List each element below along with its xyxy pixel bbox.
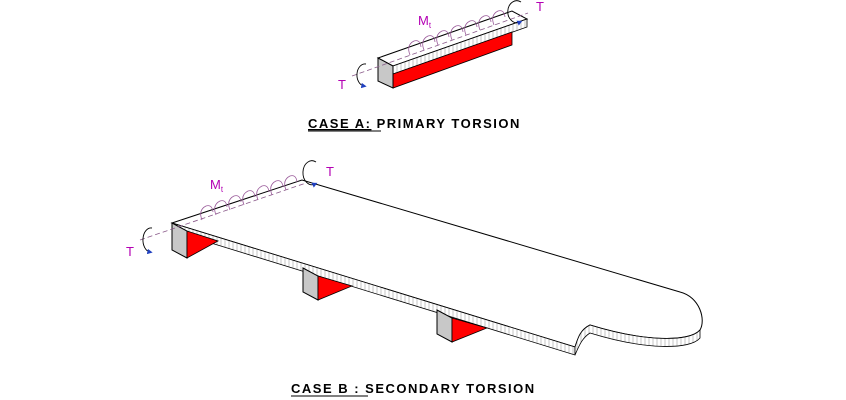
- case-a-caption-prefix: CASE A:: [308, 116, 371, 131]
- case-b-moment-label: Mt: [210, 177, 224, 194]
- case-a-end-face: [377, 57, 394, 89]
- case-a-torque-left-label: T: [338, 77, 346, 92]
- case-b-torque-left-arrow: [142, 227, 153, 255]
- case-a-caption: CASE A: PRIMARY TORSION: [308, 116, 521, 131]
- case-b-caption-suffix: SECONDARY TORSION: [360, 381, 536, 396]
- case-b-moment-subscript: t: [221, 185, 224, 194]
- case-a-moment-letter: M: [418, 13, 429, 28]
- case-b-beam2-red-face: [317, 275, 354, 301]
- case-a-torque-right-arrow: [507, 0, 523, 26]
- case-a-moment-subscript: t: [429, 21, 432, 30]
- case-b-moment-letter: M: [210, 177, 221, 192]
- case-b-beam3-red-face: [451, 317, 489, 343]
- case-a-moment-curls: [408, 10, 506, 56]
- case-a-moment-label: Mt: [418, 13, 432, 30]
- case-a-beam: [351, 0, 529, 89]
- case-b-torque-axis: [139, 182, 307, 241]
- case-b-torque-right-label: T: [326, 164, 334, 179]
- case-b-caption-prefix: CASE B :: [291, 381, 360, 396]
- case-b-torque-right-arrow: [302, 160, 318, 188]
- case-a-torque-left-arrow: [356, 63, 367, 89]
- case-b-moment-curls: [200, 175, 298, 221]
- case-a-caption-suffix: PRIMARY TORSION: [371, 116, 520, 131]
- case-a-torque-right-label: T: [536, 0, 544, 14]
- case-a-torque-axis: [351, 12, 529, 77]
- case-b-caption: CASE B : SECONDARY TORSION: [291, 381, 536, 396]
- case-b-slab: [139, 160, 703, 356]
- case-b-torque-left-label: T: [126, 244, 134, 259]
- case-b-beam1-red-face: [186, 230, 220, 259]
- case-b-curved-edge: [574, 324, 701, 356]
